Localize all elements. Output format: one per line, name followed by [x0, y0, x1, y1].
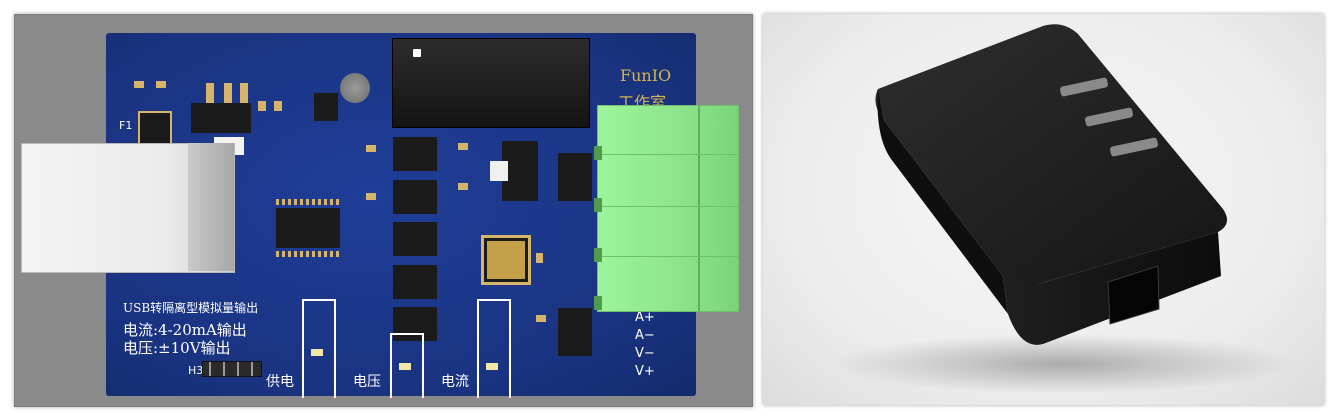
enclosure-photo-panel [763, 14, 1324, 405]
board-title: USB转隔离型模拟量输出 [123, 301, 259, 315]
optocoupler-4 [393, 265, 437, 299]
optocoupler-5 [393, 307, 437, 341]
terminal-block [594, 105, 739, 312]
diode-bottom [558, 308, 592, 356]
led-voltage [399, 363, 411, 370]
terminal-label-a-plus: A+ [635, 310, 655, 325]
pcb-render-panel: F1 FunIO 工作室 USB转隔离型模拟量输出 电流:4 [14, 14, 753, 407]
led-power-box [302, 299, 336, 398]
terminal-label-a-minus: A− [635, 328, 655, 343]
led-current [486, 363, 498, 370]
led-power [311, 349, 323, 356]
dc-dc-module [392, 38, 590, 128]
optocoupler-2 [393, 180, 437, 214]
led-voltage-box [390, 333, 424, 398]
terminal-label-v-minus: V− [635, 346, 655, 361]
led-label-voltage: 电压 [353, 374, 381, 390]
interface-ic [276, 208, 340, 248]
microcontroller-chip [484, 238, 528, 282]
led-label-power: 供电 [266, 374, 294, 390]
led-label-current: 电流 [441, 374, 469, 390]
optocoupler-3 [393, 222, 437, 256]
regulator-chip [191, 103, 251, 133]
mounting-hole [340, 73, 370, 103]
optocoupler-1 [393, 137, 437, 171]
board-brand: FunIO [620, 66, 672, 85]
usb-connector-side [188, 143, 234, 271]
terminal-label-v-plus: V+ [635, 364, 655, 379]
led-current-box [477, 299, 511, 398]
small-ic [314, 93, 338, 121]
current-output-spec: 电流:4-20mA输出 [123, 321, 247, 339]
voltage-output-spec: 电压:±10V输出 [123, 339, 231, 357]
output-transistor [502, 141, 538, 201]
fuse-label: F1 [119, 119, 133, 132]
diode-top [558, 153, 592, 201]
header-label: H3 [188, 364, 204, 377]
black-enclosure [833, 24, 1293, 394]
pin-header [202, 361, 262, 377]
